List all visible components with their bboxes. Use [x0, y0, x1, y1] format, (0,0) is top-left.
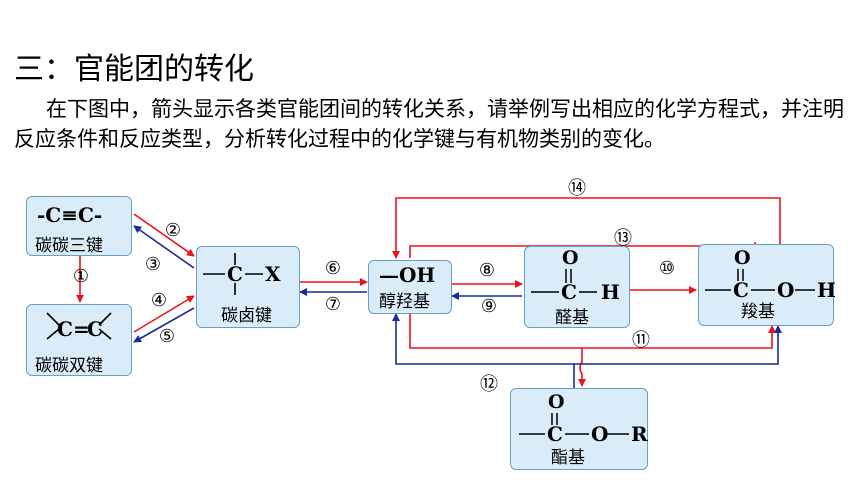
arrow-label-6: ⑥ — [324, 258, 342, 279]
carboxyl-bonds — [705, 269, 815, 291]
haloalkane-c: C — [227, 262, 243, 286]
arrow-label-4: ④ — [150, 290, 168, 311]
node-hydroxyl: —OH 醇羟基 — [368, 260, 452, 314]
carboxyl-name: 羧基 — [741, 302, 775, 322]
node-alkyne: -C≡C- 碳碳三键 — [26, 196, 132, 256]
arrow-label-1: ① — [72, 266, 90, 287]
node-aldehyde: O C H 醛基 — [524, 246, 630, 328]
arrow-label-5: ⑤ — [158, 326, 176, 347]
aldehyde-c: C — [561, 280, 577, 304]
carboxyl-o: O — [777, 278, 795, 302]
aldehyde-bonds — [531, 269, 597, 293]
arrow-label-7: ⑦ — [324, 294, 342, 315]
arrow-label-14: ⑭ — [568, 178, 586, 199]
arrow-label-10: ⑩ — [658, 258, 676, 279]
alkene-name: 碳碳双键 — [35, 356, 103, 376]
arrow-14 — [392, 197, 781, 259]
arrow-label-11: ⑪ — [632, 330, 650, 351]
arrow-2 — [133, 213, 195, 257]
ester-name: 酯基 — [551, 448, 585, 468]
alkyne-name: 碳碳三键 — [35, 236, 103, 256]
node-haloalkane: C X 碳卤键 — [196, 246, 300, 328]
haloalkane-x: X — [265, 262, 281, 286]
ester-o-top: O — [548, 391, 565, 413]
section-heading: 三：官能团的转化 — [14, 52, 254, 87]
alkene-bonds — [46, 312, 112, 340]
ester-bonds — [519, 413, 629, 435]
node-carboxyl: O C O H 羧基 — [698, 244, 836, 326]
hydroxyl-name: 醇羟基 — [379, 292, 430, 312]
arrow-label-3: ③ — [144, 254, 162, 275]
arrow-label-12: ⑫ — [480, 374, 498, 395]
ester-r: R — [631, 422, 648, 446]
ester-o: O — [591, 422, 609, 446]
arrow-label-9: ⑨ — [480, 296, 498, 317]
haloalkane-name: 碳卤键 — [221, 306, 272, 326]
arrow-12-b — [574, 325, 782, 365]
arrow-4 — [133, 295, 195, 333]
haloalkane-bonds — [203, 253, 263, 295]
arrow-11-branch — [578, 348, 586, 387]
alkyne-formula: -C≡C- — [37, 203, 103, 227]
node-ester: O C O R 酯基 — [510, 388, 648, 470]
arrow-5 — [133, 307, 195, 343]
alkene-c1: C — [57, 317, 73, 341]
alkene-double-bond: = — [73, 317, 90, 341]
arrow-label-2: ② — [164, 220, 182, 241]
carboxyl-o-top: O — [734, 247, 751, 269]
ester-c: C — [547, 422, 563, 446]
arrow-label-8: ⑧ — [478, 260, 496, 281]
aldehyde-name: 醛基 — [555, 308, 589, 328]
arrow-3 — [133, 225, 195, 269]
aldehyde-o: O — [562, 247, 579, 269]
carboxyl-h: H — [817, 278, 836, 302]
arrow-11 — [409, 312, 776, 349]
carboxyl-c: C — [733, 278, 749, 302]
arrow-label-13: ⑬ — [614, 228, 632, 249]
hydroxyl-formula: —OH — [379, 263, 436, 287]
aldehyde-h: H — [601, 280, 620, 304]
intro-paragraph: 在下图中，箭头显示各类官能团间的转化关系，请举例写出相应的化学方程式，并注明反应… — [14, 97, 844, 151]
arrow-12 — [392, 313, 575, 388]
alkene-c2: C — [87, 317, 103, 341]
node-alkene: C = C 碳碳双键 — [26, 304, 132, 376]
